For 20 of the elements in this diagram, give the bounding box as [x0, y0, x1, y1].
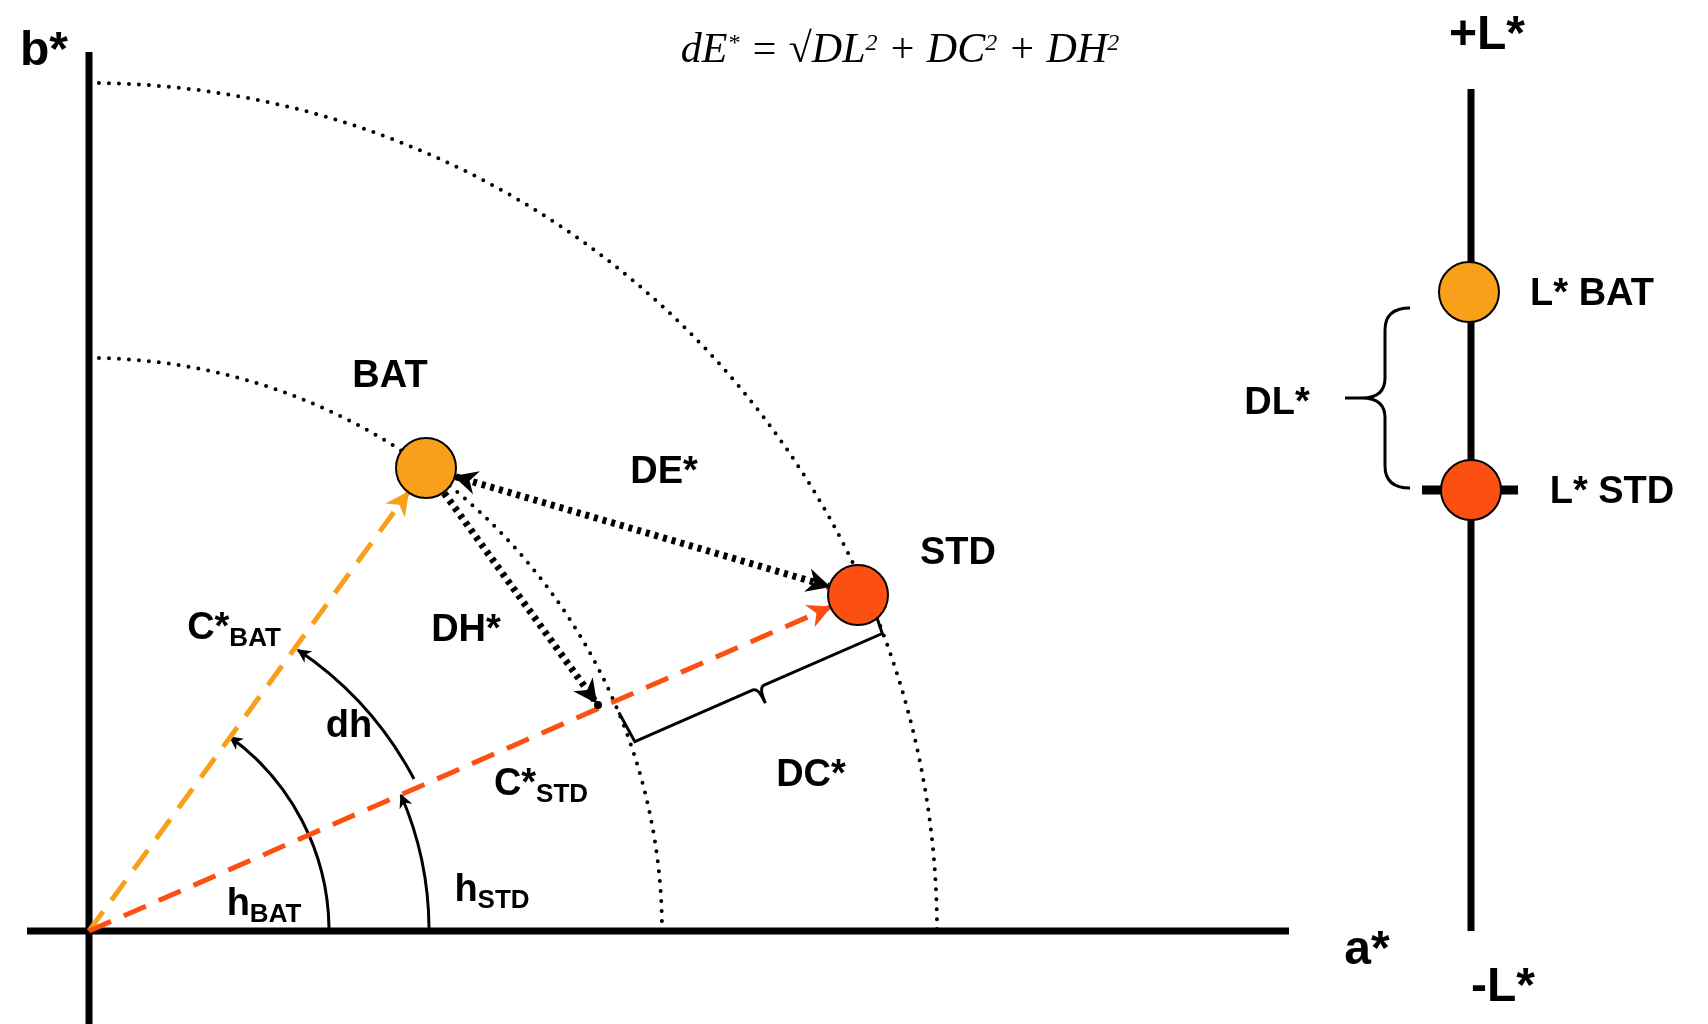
axis-label: +L*: [1449, 9, 1525, 57]
angle-label: dh: [325, 705, 373, 743]
arrow: [441, 491, 599, 704]
dimension-label: DL*: [1244, 382, 1310, 420]
axis-label: -L*: [1471, 961, 1535, 1009]
dimension-label: DC*: [776, 754, 846, 792]
color-point: [395, 437, 457, 499]
axis-label: b*: [20, 25, 68, 73]
arrow: [86, 491, 410, 933]
point-label: L* BAT: [1530, 273, 1654, 311]
point-label: L* STD: [1549, 471, 1675, 509]
formula: dE$^{*}$ = √DL$^{2}$ + DC$^{2}$ + DH$^{2}$: [680, 23, 1120, 73]
color-point: [1440, 459, 1502, 521]
color-point: [594, 701, 602, 709]
point-label: STD: [920, 532, 996, 570]
axis-label: a*: [1344, 924, 1390, 972]
angle-label: h$_{BAT}$: [226, 883, 302, 921]
angle-label: h$_{STD}$: [454, 869, 530, 907]
arrow: [88, 605, 832, 934]
point-label: BAT: [352, 355, 428, 393]
